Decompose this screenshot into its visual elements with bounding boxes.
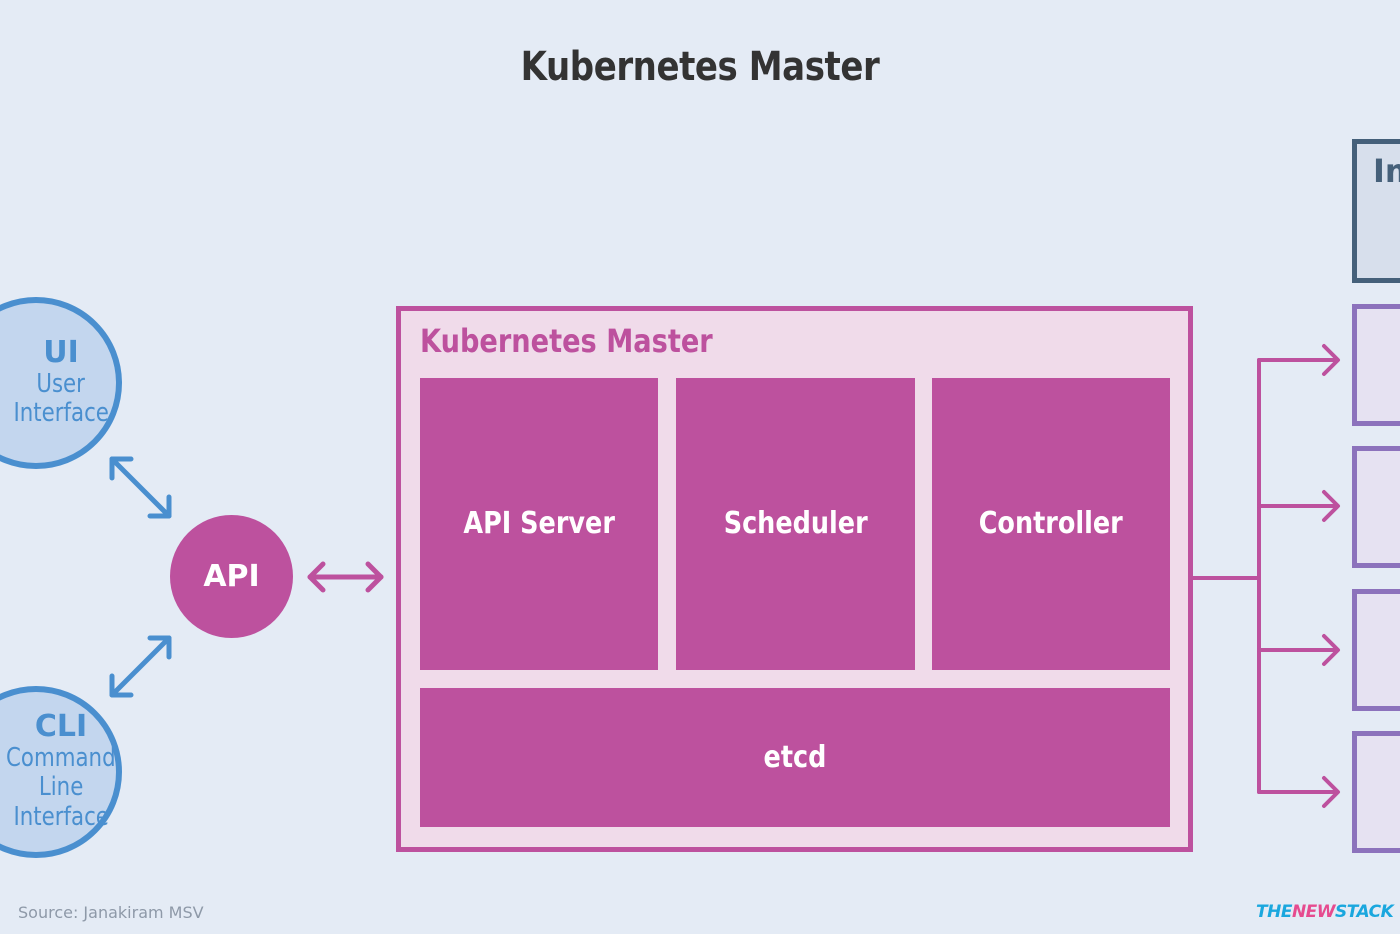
page-title: Kubernetes Master xyxy=(520,44,880,90)
ui-line-2: Interface xyxy=(13,398,109,428)
scheduler-label: Scheduler xyxy=(723,506,868,541)
ui-heading: UI xyxy=(43,334,79,370)
api-circle: API xyxy=(170,515,293,638)
controller-block: Controller xyxy=(932,378,1170,670)
api-server-block: API Server xyxy=(420,378,658,670)
image-registry-box: Im xyxy=(1352,139,1400,283)
image-registry-partial-label: Im xyxy=(1373,152,1400,190)
api-server-label: API Server xyxy=(463,506,615,541)
logo-part-the: THE xyxy=(1256,902,1292,922)
scheduler-block: Scheduler xyxy=(676,378,915,670)
api-label: API xyxy=(203,559,260,594)
logo-part-stack: STACK xyxy=(1335,902,1394,922)
source-credit: Source: Janakiram MSV xyxy=(18,903,204,922)
controller-label: Controller xyxy=(978,506,1124,541)
node-box xyxy=(1352,446,1400,568)
cli-heading: CLI xyxy=(34,709,88,745)
node-box xyxy=(1352,304,1400,426)
master-to-nodes-connector xyxy=(1191,344,1340,808)
node-box xyxy=(1352,589,1400,711)
cli-line-2: Line xyxy=(38,772,84,803)
etcd-block: etcd xyxy=(420,688,1170,827)
cli-api-double-arrow xyxy=(109,635,172,698)
ui-line-1: User xyxy=(36,368,86,399)
logo-part-new: NEW xyxy=(1291,902,1336,922)
ui-api-double-arrow xyxy=(109,456,172,519)
kubernetes-master-label: Kubernetes Master xyxy=(420,322,713,360)
cli-line-1: Command xyxy=(6,743,116,774)
etcd-label: etcd xyxy=(763,740,827,775)
node-box xyxy=(1352,731,1400,853)
thenewstack-logo: THENEWSTACK xyxy=(1256,902,1394,922)
cli-line-3: Interface xyxy=(13,801,109,832)
api-master-double-arrow xyxy=(307,561,384,593)
